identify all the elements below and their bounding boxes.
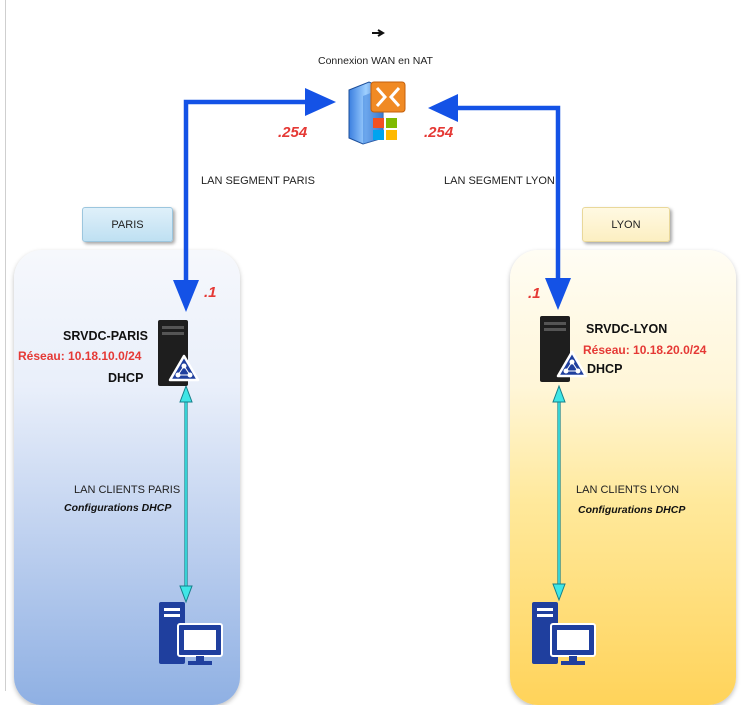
paris-tag-label: PARIS (111, 218, 144, 231)
segment-paris-label: LAN SEGMENT PARIS (201, 175, 315, 187)
lyon-client-link-label: LAN CLIENTS LYON (576, 484, 680, 496)
lan-arrow-lyon-top (552, 384, 566, 403)
wan-router-icon (348, 81, 406, 145)
lyon-network: Réseau: 10.18.20.0/24 (583, 343, 707, 357)
paris-server-ip: .1 (204, 284, 217, 301)
lyon-server-name: SRVDC-LYON (586, 322, 668, 336)
lyon-client-config-label: Configurations DHCP (578, 504, 686, 516)
lyon-server-icon (540, 316, 588, 382)
lan-arrow-lyon-bottom (552, 583, 566, 602)
wan-arrow-paris-top (305, 88, 336, 116)
lyon-client-icon (532, 602, 596, 665)
lyon-tag: LYON (582, 207, 670, 242)
lan-arrow-paris-top (179, 384, 193, 403)
wan-ip-left: .254 (278, 124, 308, 141)
wan-arrow-lyon-top (428, 94, 458, 122)
wan-arrow-paris-bottom (173, 280, 199, 312)
lyon-tag-label: LYON (611, 218, 641, 231)
paris-tag: PARIS (82, 207, 173, 242)
wan-link-lyon (445, 105, 561, 290)
cursor-icon (372, 29, 385, 37)
wan-label: Connexion WAN en NAT (318, 55, 433, 67)
wan-ip-right: .254 (424, 124, 454, 141)
paris-server-name: SRVDC-PARIS (63, 329, 148, 343)
paris-client-link-label: LAN CLIENTS PARIS (74, 484, 181, 496)
paris-server-icon (158, 320, 200, 386)
paris-service: DHCP (108, 371, 144, 385)
wan-arrow-lyon-bottom (545, 278, 571, 310)
wan-link-paris (183, 99, 320, 290)
lyon-service: DHCP (587, 362, 623, 376)
lyon-server-ip: .1 (528, 285, 541, 302)
segment-lyon-label: LAN SEGMENT LYON (444, 175, 555, 187)
paris-client-icon (159, 602, 223, 665)
paris-network: Réseau: 10.18.10.0/24 (18, 349, 142, 363)
lan-arrow-paris-bottom (179, 585, 193, 604)
page-edge (5, 0, 6, 691)
paris-client-config-label: Configurations DHCP (64, 502, 172, 514)
